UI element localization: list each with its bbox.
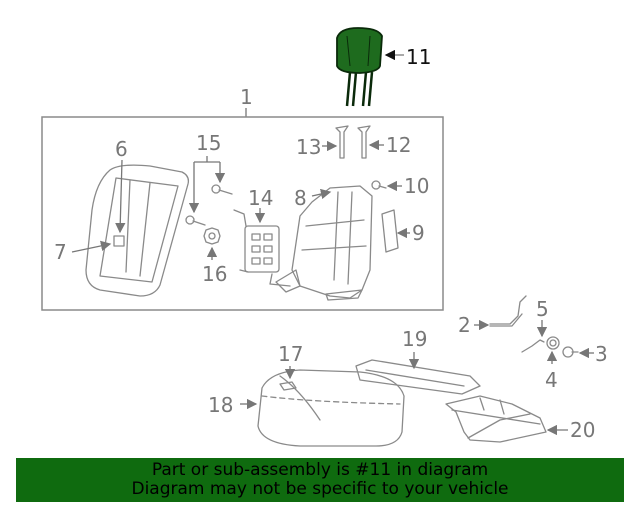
knob-part-3: [562, 346, 579, 358]
seat-cushion-part-18: [257, 369, 405, 447]
banner-line-2: Diagram may not be specific to your vehi…: [131, 479, 509, 499]
callout-2: 2: [458, 313, 471, 337]
info-banner: Part or sub-assembly is #11 in diagram D…: [16, 458, 624, 502]
seat-back-cover: [85, 164, 190, 297]
callout-1: 1: [240, 85, 253, 109]
cushion-frame-part-19: [355, 359, 481, 395]
callout-19: 19: [402, 327, 427, 351]
callout-8: 8: [294, 186, 307, 210]
callout-17: 17: [278, 342, 303, 366]
callout-13: 13: [296, 135, 321, 159]
module-part-14: [233, 209, 291, 287]
callout-5: 5: [536, 297, 549, 321]
seat-back-assembly-box: [41, 116, 444, 311]
callout-6: 6: [115, 137, 128, 161]
cable-part-2: [489, 295, 527, 327]
headrest-part-11[interactable]: [336, 27, 383, 107]
callout-7: 7: [54, 240, 67, 264]
callout-11: 11: [406, 45, 431, 69]
seat-frame-part-8: [275, 185, 373, 301]
callout-15: 15: [196, 131, 221, 155]
callout-10: 10: [404, 174, 429, 198]
banner-line-1: Part or sub-assembly is #11 in diagram: [151, 460, 489, 480]
pad-part-17: [279, 381, 297, 391]
seat-track-part-20: [445, 395, 547, 443]
callout-16: 16: [202, 262, 227, 286]
callout-14: 14: [248, 186, 273, 210]
guide-part-13: [335, 125, 349, 159]
spring-part-5: [521, 339, 545, 353]
bolt-part-15b: [185, 215, 206, 226]
callout-12: 12: [386, 133, 411, 157]
callout-18: 18: [208, 393, 233, 417]
callout-3: 3: [595, 342, 608, 366]
clip-part-7: [113, 235, 125, 247]
washer-part-4: [546, 336, 560, 350]
callout-20: 20: [570, 418, 595, 442]
callout-9: 9: [412, 221, 425, 245]
cover-part-9: [381, 209, 399, 253]
bolt-part-15a: [211, 184, 233, 195]
knob-part-16: [203, 227, 221, 245]
screw-part-10: [371, 180, 387, 190]
guide-part-12: [357, 125, 371, 159]
callout-4: 4: [545, 368, 558, 392]
parts-diagram: 11 1 6 7 15 16 14: [41, 27, 608, 447]
